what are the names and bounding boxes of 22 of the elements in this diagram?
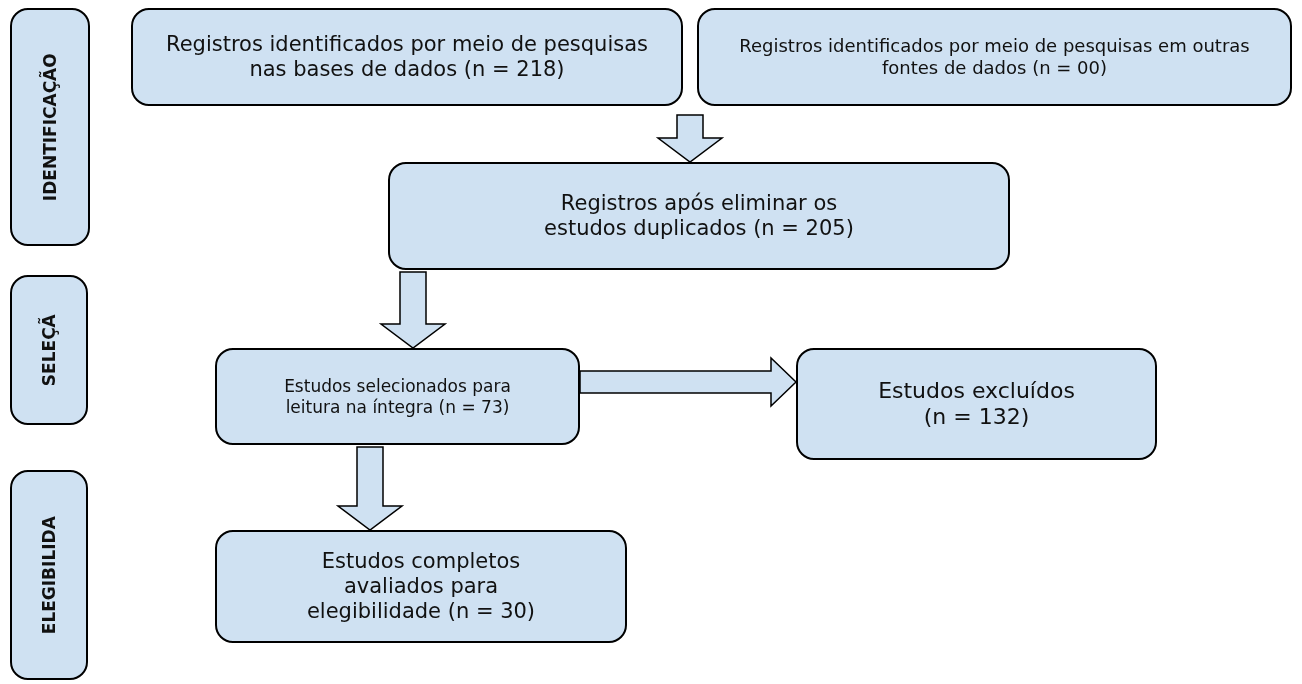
process-box	[215, 530, 627, 643]
box-text: Registros identificados por meio de pesquisas nas bases de dados (n = 218)	[165, 31, 649, 83]
process-box	[388, 162, 1010, 270]
block-arrow	[335, 446, 405, 531]
block-arrow	[378, 271, 448, 349]
process-box	[215, 348, 580, 445]
stage-label: SELEÇÃ	[38, 314, 60, 386]
process-box	[796, 348, 1157, 460]
stage-label: ELEGIBILIDA	[38, 515, 60, 634]
stage-band	[10, 275, 88, 425]
block-arrow	[579, 356, 798, 408]
process-box	[131, 8, 683, 106]
block-arrow	[655, 114, 725, 163]
stage-band	[10, 470, 88, 680]
stage-label: IDENTIFICAÇÃO	[39, 53, 61, 201]
stage-band	[10, 8, 90, 246]
process-box	[697, 8, 1292, 106]
box-text: Estudos completos avaliados para elegibilidade (n = 30)	[305, 548, 537, 625]
box-text: Registros identificados por meio de pesquisas em outras fontes de dados (n = 00)	[738, 35, 1251, 79]
box-text: Estudos selecionados para leitura na íntegra (n = 73)	[283, 376, 512, 417]
box-text: Registros após eliminar os estudos duplicados (n = 205)	[543, 190, 855, 242]
box-text: Estudos excluídos (n = 132)	[877, 377, 1076, 431]
